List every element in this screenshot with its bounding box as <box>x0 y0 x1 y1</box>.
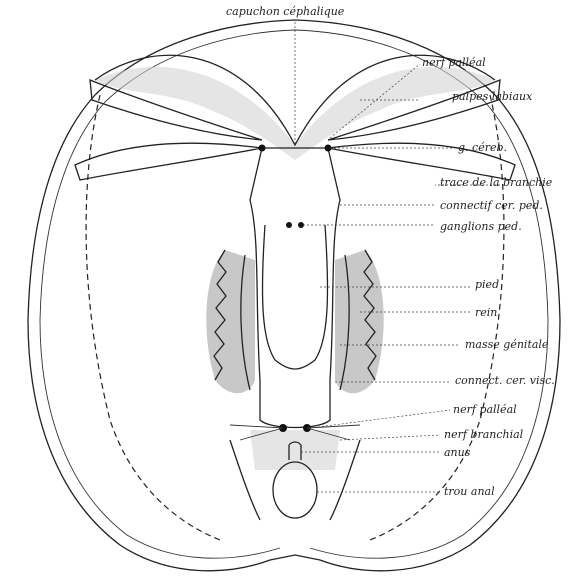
ganglion-ped-left-node <box>286 222 292 228</box>
g-cereb-left-node <box>259 145 266 152</box>
label-ganglions-ped: ganglions ped. <box>440 220 522 233</box>
trou-anal-opening <box>273 462 317 518</box>
label-rein: rein <box>475 306 497 319</box>
right-genital-mass <box>335 250 384 393</box>
central-body <box>250 148 340 428</box>
left-gill-trace <box>86 95 220 540</box>
label-connect-visc: connect. cer. visc. <box>455 374 555 387</box>
label-pied: pied <box>475 278 499 291</box>
leader-nerf-branchial <box>340 435 440 440</box>
label-capuchon: capuchon céphalique <box>226 5 345 18</box>
label-connectif: connectif cer. ped. <box>440 199 543 212</box>
label-trou-anal: trou anal <box>444 485 495 498</box>
label-g-cereb: g. céreb. <box>458 141 507 154</box>
label-anus: anus <box>444 446 471 459</box>
label-nerf-branchial: nerf branchial <box>444 428 524 441</box>
left-genital-mass <box>206 250 255 393</box>
foot-outline <box>262 225 327 369</box>
left-lower-palp <box>75 143 262 180</box>
leader-nerf-palleal-bottom <box>310 410 450 428</box>
label-trace-branchie: trace de la branchie <box>440 176 553 189</box>
label-masse-genitale: masse génitale <box>465 338 549 351</box>
label-nerf-palleal-top: nerf palléal <box>422 56 486 69</box>
label-nerf-palleal-bottom: nerf palléal <box>453 403 517 416</box>
lower-shading <box>250 430 340 470</box>
label-palpes: palpes labiaux <box>452 90 533 103</box>
